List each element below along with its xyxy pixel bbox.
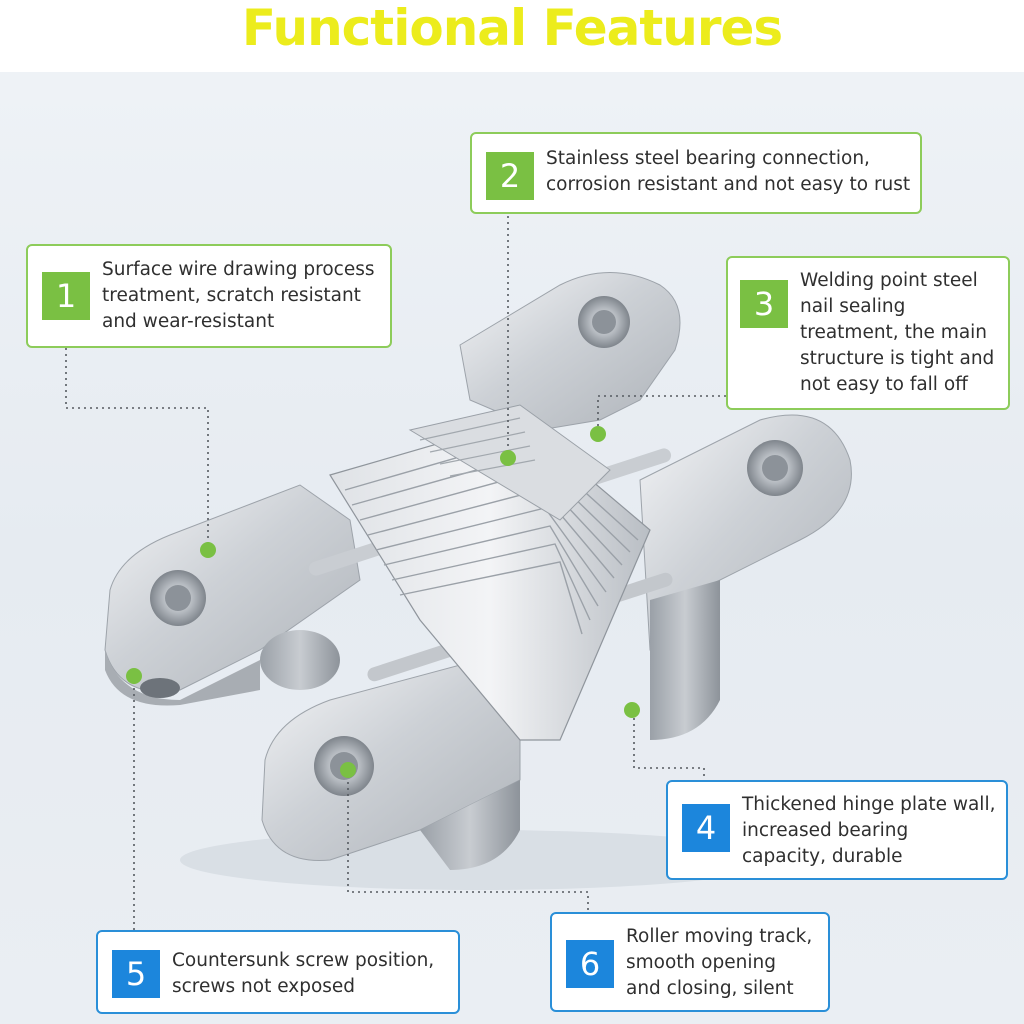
feature-text-1: Surface wire drawing process treatment, … [102, 259, 375, 332]
feature-number-1: 1 [42, 272, 90, 320]
feature-number-6: 6 [566, 940, 614, 988]
feature-text-4: Thickened hinge plate wall, increased be… [742, 794, 996, 867]
feature-text-5: Countersunk screw position, screws not e… [172, 950, 435, 997]
hinge-plate-left [104, 484, 361, 706]
feature-text-2: Stainless steel bearing connection, corr… [546, 148, 911, 195]
hinge-plate-back-top [459, 272, 681, 431]
feature-callout-6: 6 Roller moving track, smooth opening an… [550, 912, 830, 1012]
hinge-plate-front-bottom [261, 664, 521, 870]
feature-markers [126, 426, 640, 778]
feature-number-4: 4 [682, 804, 730, 852]
feature-number-3: 3 [740, 280, 788, 328]
header: Functional Features [0, 0, 1024, 72]
feature-number-5: 5 [112, 950, 160, 998]
feature-text-6: Roller moving track, smooth opening and … [626, 926, 813, 999]
feature-callout-5: 5 Countersunk screw position, screws not… [96, 930, 460, 1014]
feature-callout-4: 4 Thickened hinge plate wall, increased … [666, 780, 1008, 880]
feature-callout-3: 3 Welding point steel nail sealing treat… [726, 256, 1010, 410]
hinge-plate-right [639, 414, 852, 740]
feature-text-3: Welding point steel nail sealing treatme… [800, 270, 995, 395]
feature-callout-1: 1 Surface wire drawing process treatment… [26, 244, 392, 348]
page-title: Functional Features [241, 0, 783, 57]
feature-number-2: 2 [486, 152, 534, 200]
feature-callout-2: 2 Stainless steel bearing connection, co… [470, 132, 922, 214]
